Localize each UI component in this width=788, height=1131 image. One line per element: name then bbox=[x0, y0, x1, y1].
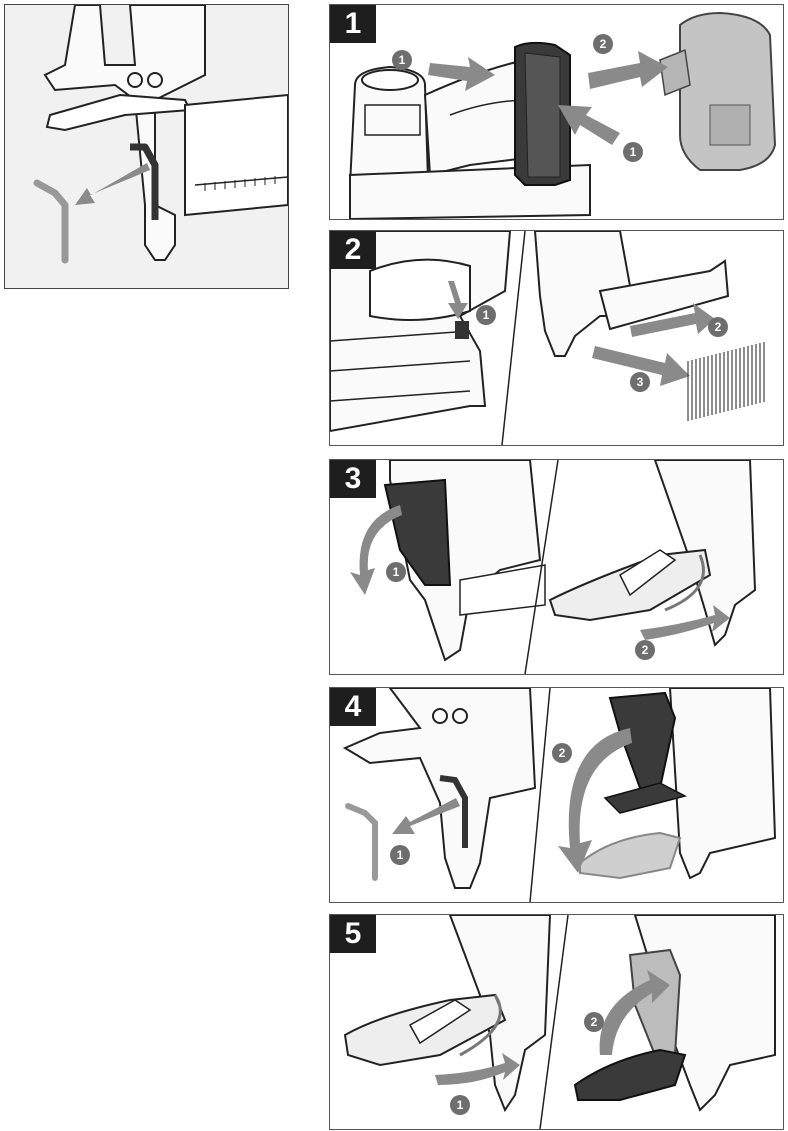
step-2-panel: 2 1 2 3 bbox=[329, 230, 784, 446]
step-number: 3 bbox=[330, 460, 376, 498]
step-number: 1 bbox=[330, 5, 376, 43]
callout-badge: 2 bbox=[593, 34, 613, 54]
hex-key-removal-illustration bbox=[5, 5, 288, 288]
reattach-belt-hook-illustration bbox=[330, 915, 783, 1129]
callout-badge: 1 bbox=[392, 50, 412, 70]
callout-badge: 1 bbox=[623, 142, 643, 162]
callout-badge: 3 bbox=[630, 372, 650, 392]
callout-badge: 1 bbox=[386, 562, 406, 582]
callout-badge: 2 bbox=[635, 640, 655, 660]
intro-panel bbox=[4, 4, 289, 289]
step-5-panel: 5 1 2 bbox=[329, 914, 784, 1130]
callout-badge: 1 bbox=[476, 305, 496, 325]
step-number: 2 bbox=[330, 231, 376, 269]
callout-badge: 1 bbox=[450, 1095, 470, 1115]
step-number: 5 bbox=[330, 915, 376, 953]
step-3-panel: 3 1 2 bbox=[329, 459, 784, 675]
step-number: 4 bbox=[330, 688, 376, 726]
remove-hex-key-illustration bbox=[330, 688, 783, 902]
callout-badge: 2 bbox=[708, 317, 728, 337]
step-1-panel: 1 1 2 1 bbox=[329, 4, 784, 220]
step-4-panel: 4 1 2 bbox=[329, 687, 784, 903]
callout-badge: 1 bbox=[390, 845, 410, 865]
callout-badge: 2 bbox=[552, 743, 572, 763]
callout-badge: 2 bbox=[584, 1012, 604, 1032]
battery-removal-illustration bbox=[330, 5, 783, 219]
magazine-unload-illustration bbox=[330, 231, 783, 445]
